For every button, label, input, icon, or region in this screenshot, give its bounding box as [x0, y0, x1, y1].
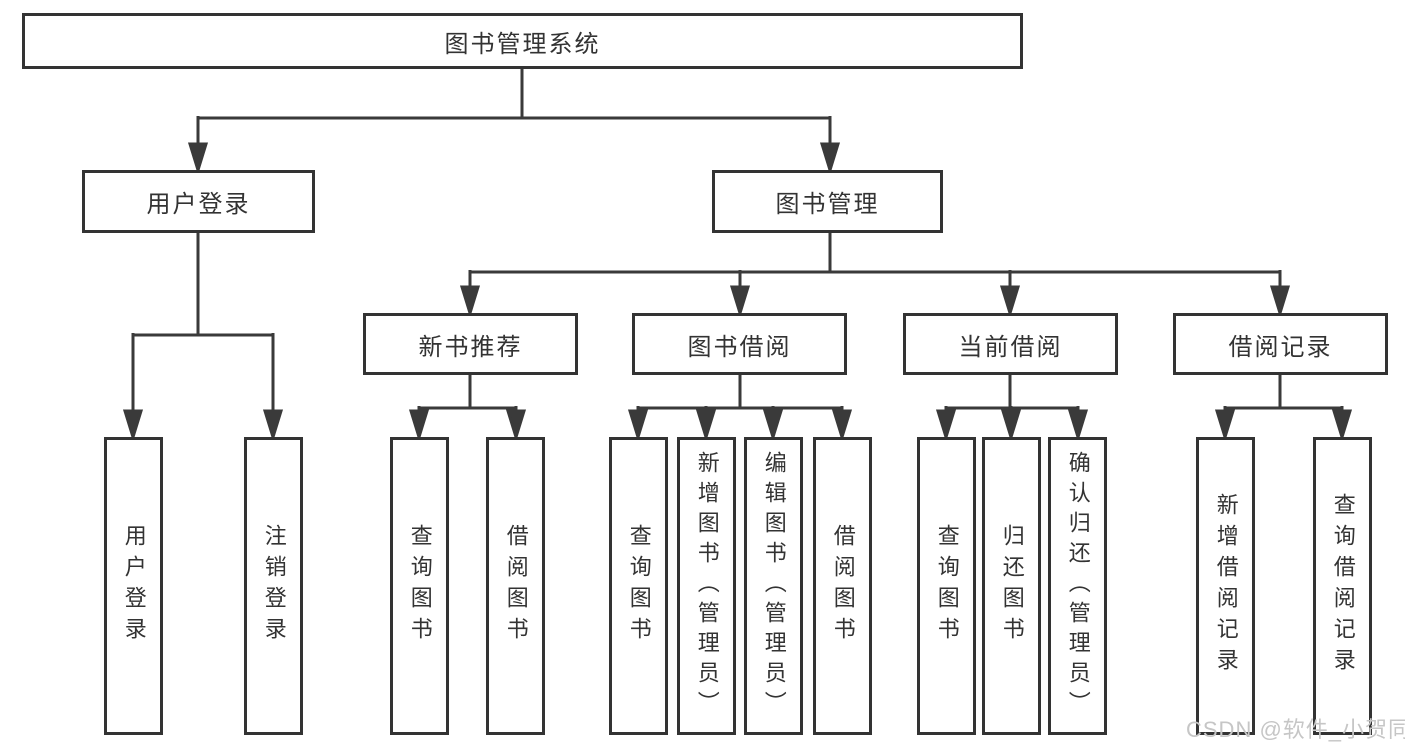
leaf-user-login: 用户登录: [104, 437, 163, 735]
leaf-borrow-books-borrowing: 借阅图书: [813, 437, 872, 735]
node-label: 借阅图书: [830, 524, 856, 648]
node-label: 归还图书: [999, 524, 1025, 648]
node-user-login: 用户登录: [82, 170, 315, 233]
leaf-query-books-recommend: 查询图书: [390, 437, 449, 735]
node-label: 用户登录: [146, 191, 251, 218]
leaf-confirm-return-admin: 确认归还（管理员）: [1048, 437, 1107, 735]
connector-borrowing-records-to-leaves: [1214, 375, 1353, 443]
node-label: 用户登录: [121, 524, 147, 648]
node-label: 查询图书: [934, 524, 960, 648]
node-book-management: 图书管理: [712, 170, 943, 233]
node-label: 编辑图书（管理员）: [761, 451, 787, 721]
leaf-return-books: 归还图书: [982, 437, 1041, 735]
node-label: 确认归还（管理员）: [1065, 451, 1091, 721]
csdn-watermark: CSDN @软件_小贺同学: [1186, 717, 1405, 742]
leaf-borrow-books-recommend: 借阅图书: [486, 437, 545, 735]
leaf-query-books-current: 查询图书: [917, 437, 976, 735]
node-borrowing-records: 借阅记录: [1173, 313, 1388, 375]
node-book-borrowing: 图书借阅: [632, 313, 847, 375]
connector-user-login-to-leaves: [122, 233, 284, 443]
connector-current-borrowing-to-leaves: [935, 375, 1089, 443]
node-label: 注销登录: [261, 524, 287, 648]
node-label: 查询图书: [407, 524, 433, 648]
connector-book-management-to-level3: [459, 233, 1291, 319]
node-label: 图书管理: [775, 191, 880, 218]
leaf-query-borrow-record: 查询借阅记录: [1313, 437, 1372, 735]
node-label: 查询借阅记录: [1330, 493, 1356, 679]
connector-root-to-level2: [187, 69, 841, 176]
connector-book-borrowing-to-leaves: [627, 375, 853, 443]
leaf-edit-books-admin: 编辑图书（管理员）: [744, 437, 803, 735]
leaf-add-borrow-record: 新增借阅记录: [1196, 437, 1255, 735]
node-label: 借阅图书: [503, 524, 529, 648]
connector-new-book-recommendation-to-leaves: [408, 375, 527, 443]
node-label: 图书借阅: [687, 333, 792, 361]
node-label: 借阅记录: [1228, 333, 1333, 361]
node-label: 查询图书: [626, 524, 652, 648]
node-label: 新增借阅记录: [1213, 493, 1239, 679]
node-current-borrowing: 当前借阅: [903, 313, 1118, 375]
node-new-book-recommendation: 新书推荐: [363, 313, 578, 375]
leaf-query-books-borrowing: 查询图书: [609, 437, 668, 735]
node-label: 新书推荐: [418, 333, 523, 361]
node-library-management-system: 图书管理系统: [22, 13, 1023, 69]
node-label: 当前借阅: [958, 333, 1063, 361]
node-label: 新增图书（管理员）: [694, 451, 720, 721]
node-label: 图书管理系统: [444, 30, 601, 58]
leaf-logout: 注销登录: [244, 437, 303, 735]
leaf-add-books-admin: 新增图书（管理员）: [677, 437, 736, 735]
